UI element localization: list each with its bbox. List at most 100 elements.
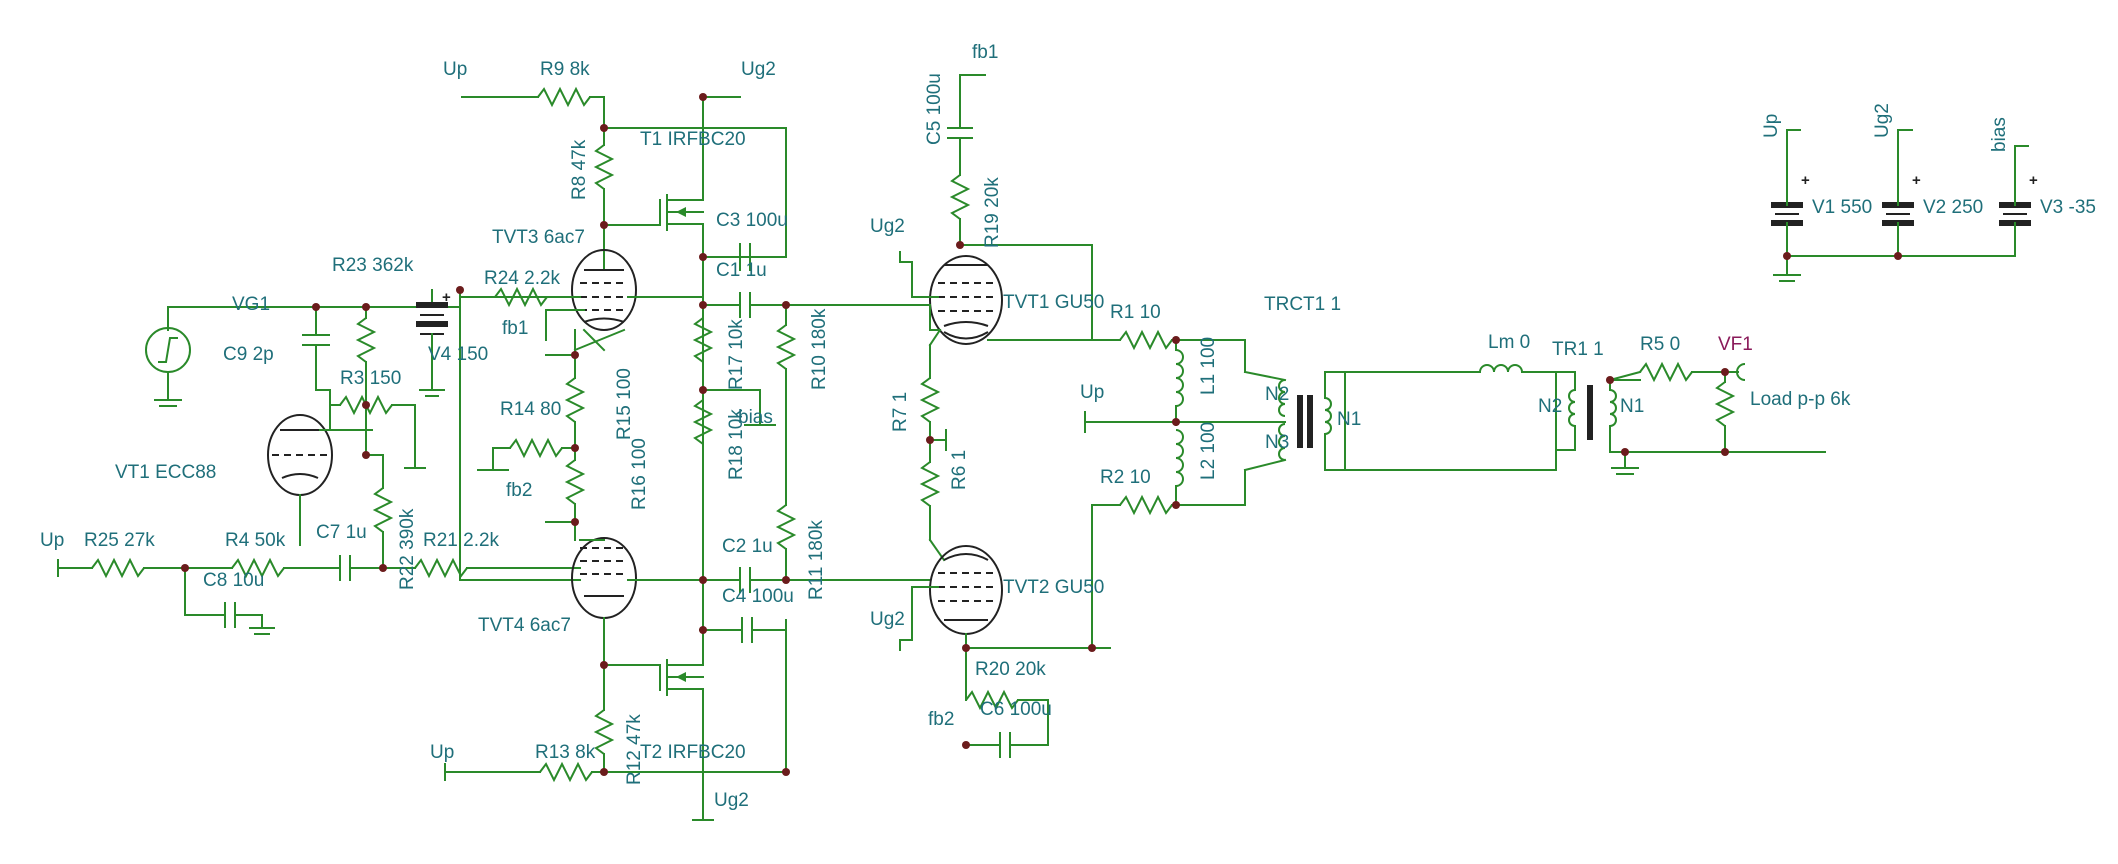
l1-inductor[interactable] — [1175, 349, 1184, 407]
r22-resistor[interactable] — [372, 454, 394, 569]
r7-resistor[interactable] — [919, 377, 941, 423]
label-l1: L1 100 — [1198, 337, 1219, 395]
c1-capacitor[interactable] — [702, 292, 931, 318]
r15-resistor[interactable] — [564, 354, 586, 449]
v3-battery[interactable]: + — [1999, 172, 2038, 226]
r25-resistor[interactable] — [91, 557, 145, 579]
r17-resistor[interactable] — [692, 317, 714, 363]
r24-resistor[interactable] — [459, 286, 548, 308]
r13-resistor[interactable] — [539, 761, 593, 783]
label-v1: V1 550 — [1812, 197, 1872, 218]
label-ug2-tvt1: Ug2 — [870, 216, 905, 237]
label-r5: R5 0 — [1640, 334, 1680, 355]
label-c9: C9 2p — [223, 344, 274, 365]
t2-mosfet[interactable] — [659, 659, 704, 696]
tvt3-pentode[interactable] — [571, 249, 637, 331]
r14-resistor[interactable] — [492, 437, 576, 459]
label-up-r13: Up — [430, 742, 454, 763]
r2-resistor[interactable] — [1119, 494, 1173, 516]
label-vf1: VF1 — [1718, 334, 1753, 355]
svg-text:+: + — [2029, 172, 2038, 189]
label-n1a: N1 — [1337, 409, 1361, 430]
label-n3a: N3 — [1265, 432, 1289, 453]
junction-dots — [181, 93, 1902, 776]
label-r3: R3 150 — [340, 368, 401, 389]
label-ug2-top: Ug2 — [741, 59, 776, 80]
label-r10: R10 180k — [809, 308, 830, 390]
label-n1b: N1 — [1620, 396, 1644, 417]
label-t1: T1 IRFBC20 — [640, 129, 746, 150]
label-v3: V3 -35 — [2040, 197, 2096, 218]
tvt4-pentode[interactable] — [571, 537, 637, 619]
r8-resistor[interactable] — [593, 127, 615, 226]
l2-inductor[interactable] — [1175, 429, 1184, 487]
label-tr1: TR1 1 — [1552, 339, 1604, 360]
label-r2: R2 10 — [1100, 467, 1151, 488]
r1-resistor[interactable] — [1119, 329, 1173, 351]
label-r17: R17 10k — [726, 319, 747, 390]
label-lm: Lm 0 — [1488, 332, 1530, 353]
label-l2: L2 100 — [1198, 422, 1219, 480]
label-c4: C4 100u — [722, 586, 794, 607]
label-r9: R9 8k — [540, 59, 590, 80]
c9-capacitor[interactable] — [302, 306, 330, 391]
vt1-triode[interactable] — [267, 414, 333, 496]
label-r15: R15 100 — [614, 368, 635, 440]
label-c8: C8 10u — [203, 570, 264, 591]
r12-resistor[interactable] — [593, 664, 615, 773]
label-r4: R4 50k — [225, 530, 286, 551]
r5-resistor[interactable] — [1639, 361, 1693, 383]
c7-capacitor[interactable] — [339, 555, 351, 581]
r19-resistor[interactable] — [949, 174, 971, 220]
tr1-transformer[interactable] — [1568, 385, 1617, 440]
label-r12: R12 47k — [624, 714, 645, 785]
r10-resistor[interactable] — [775, 304, 797, 506]
r4-resistor[interactable] — [231, 557, 285, 579]
r18-resistor[interactable] — [692, 399, 714, 445]
label-c6: C6 100u — [980, 699, 1052, 720]
label-r7: R7 1 — [890, 392, 911, 432]
label-fb1-top: fb1 — [972, 42, 998, 63]
c4-capacitor[interactable] — [741, 617, 787, 643]
v2-battery[interactable]: + — [1882, 172, 1921, 226]
c5-capacitor[interactable] — [947, 114, 973, 176]
c2-capacitor[interactable] — [702, 567, 931, 593]
r20-resistor[interactable] — [965, 689, 1019, 711]
tvt2-pentode[interactable] — [929, 545, 1003, 635]
c6-capacitor[interactable] — [999, 732, 1049, 758]
label-r24: R24 2.2k — [484, 268, 561, 289]
label-v4: V4 150 — [428, 344, 488, 365]
v4-battery[interactable]: + — [416, 289, 451, 397]
label-r8: R8 47k — [569, 139, 590, 200]
t1-mosfet[interactable] — [659, 189, 704, 258]
label-tvt4: TVT4 6ac7 — [478, 615, 571, 636]
label-c1: C1 1u — [716, 260, 767, 281]
r6-resistor[interactable] — [919, 461, 941, 507]
tvt1-pentode[interactable] — [929, 255, 1003, 345]
r9-resistor[interactable] — [461, 86, 605, 108]
c8-capacitor[interactable] — [184, 567, 275, 635]
label-r20: R20 20k — [975, 659, 1046, 680]
label-c3: C3 100u — [716, 210, 788, 231]
label-v2: V2 250 — [1923, 197, 1983, 218]
r11-resistor[interactable] — [775, 504, 797, 581]
r16-resistor[interactable] — [564, 447, 586, 523]
load-resistor[interactable] — [1714, 381, 1736, 427]
label-r19: R19 20k — [982, 177, 1003, 248]
r21-resistor[interactable] — [414, 557, 468, 579]
label-r14: R14 80 — [500, 399, 561, 420]
svg-text:+: + — [1801, 172, 1810, 189]
label-up-r25: Up — [40, 530, 64, 551]
v1-battery[interactable]: + — [1771, 172, 1810, 226]
r3b-resistor[interactable] — [329, 394, 416, 416]
label-r25: R25 27k — [84, 530, 155, 551]
svg-text:+: + — [1912, 172, 1921, 189]
vg1-signal-source[interactable] — [145, 327, 191, 407]
lm-inductor[interactable] — [1479, 364, 1523, 373]
label-ug2-tvt2: Ug2 — [870, 609, 905, 630]
c3-capacitor[interactable] — [702, 243, 787, 271]
label-tvt2: TVT2 GU50 — [1003, 577, 1104, 598]
trct1-transformer[interactable] — [1278, 379, 1332, 461]
label-c7: C7 1u — [316, 522, 367, 543]
label-vt1: VT1 ECC88 — [115, 462, 216, 483]
